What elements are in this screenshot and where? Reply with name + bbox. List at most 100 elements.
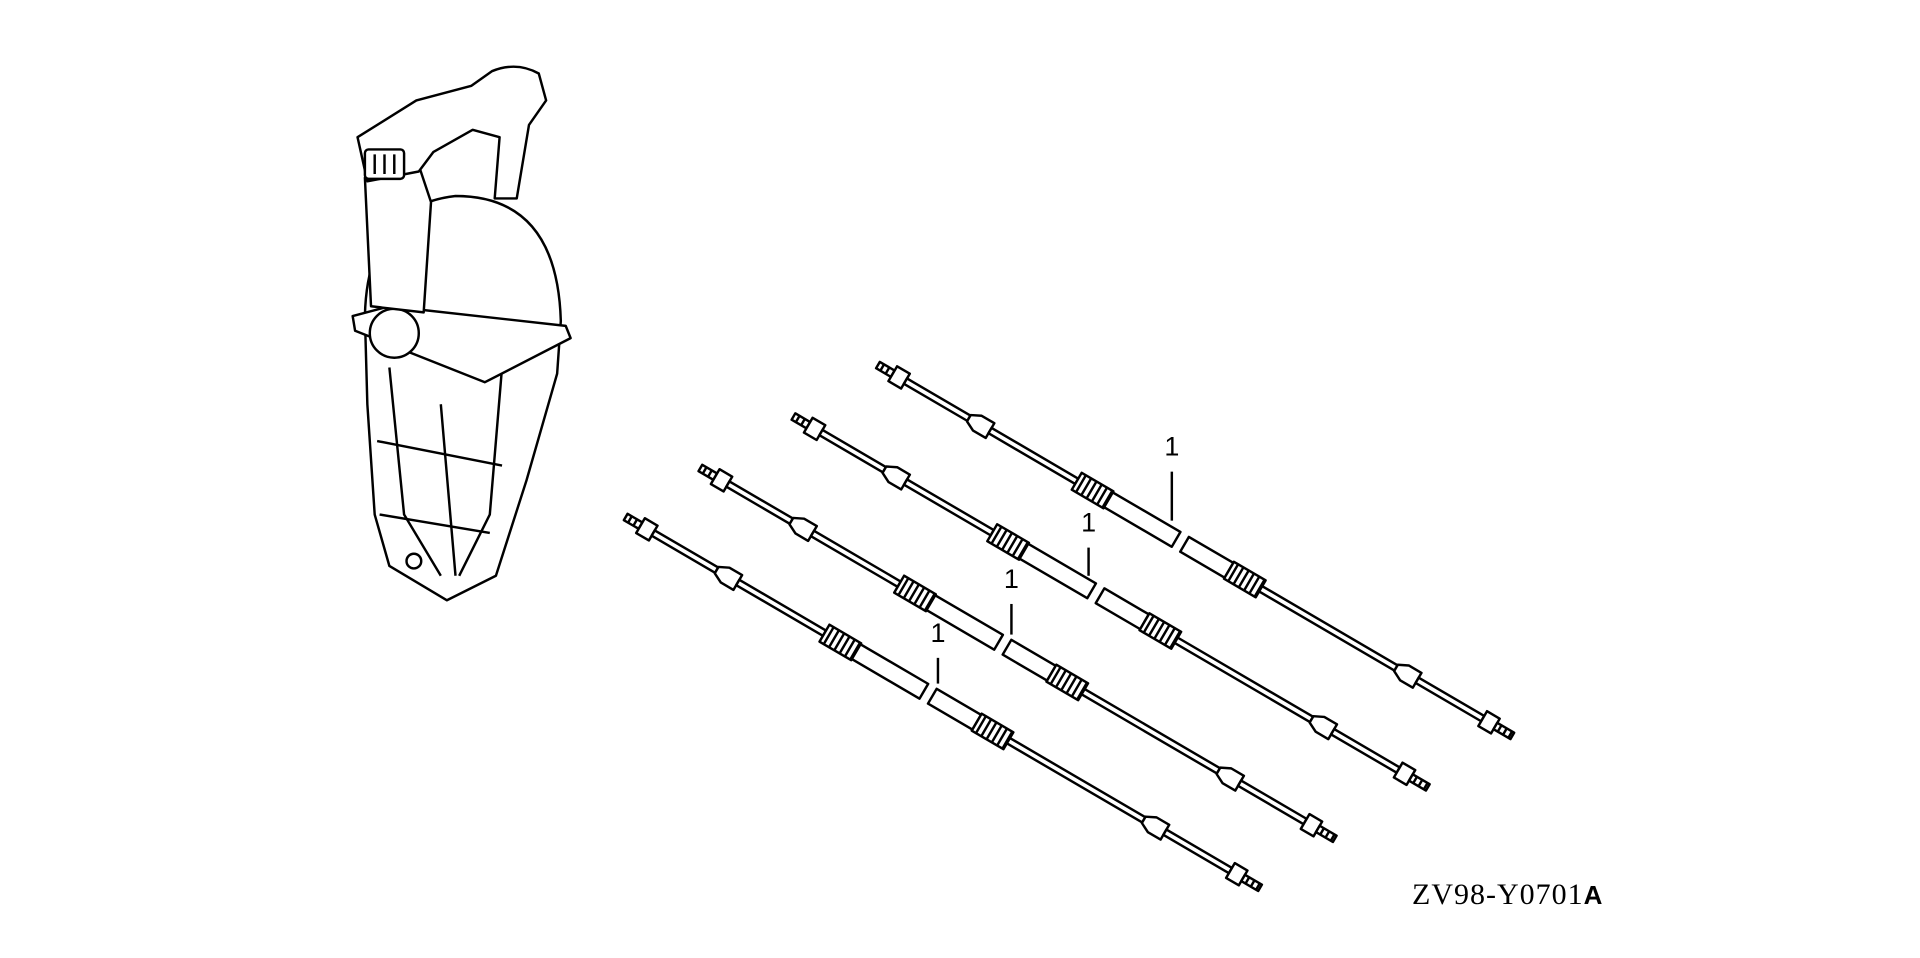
cable-rib-line: [800, 418, 806, 426]
cable-rod: [1162, 828, 1234, 875]
cable-rib-line: [1054, 669, 1067, 688]
cable-rib-line: [907, 583, 920, 602]
cable-rib-line: [843, 638, 856, 658]
cable-rod: [987, 426, 1080, 486]
cable-rib-line: [1237, 569, 1250, 589]
cable-rod: [1080, 687, 1222, 775]
cable-rib-line: [884, 366, 891, 375]
cable-nut: [1477, 709, 1501, 735]
cable-rib-line: [1227, 563, 1240, 582]
cable-rod: [902, 478, 995, 537]
reference-code: ZV98-Y0701: [1412, 878, 1584, 911]
cable-rod: [735, 578, 828, 638]
cable-rib-line: [897, 577, 910, 596]
cable-jacket: [1179, 535, 1235, 579]
callout-label: 1: [1081, 508, 1096, 538]
cable-rod: [1414, 676, 1486, 723]
cable-jacket: [850, 643, 930, 700]
cable-rib-line: [1422, 782, 1429, 790]
cable-cone: [965, 413, 996, 440]
cable-rib-line: [1060, 672, 1073, 691]
cable-rib-line: [1244, 876, 1251, 885]
cable-rib-line: [1065, 675, 1078, 694]
cable-rib-line: [822, 626, 835, 645]
control-cable: [622, 512, 1264, 893]
remote-control-box: [351, 65, 572, 602]
cable-rib-line: [879, 363, 886, 372]
cable-rib-line: [627, 515, 633, 524]
cable-rib-line: [838, 635, 851, 654]
cable-rib-line: [1501, 727, 1508, 736]
cable-rib-line: [1496, 724, 1503, 733]
cable-rib-line: [1255, 882, 1261, 891]
cable-rib-line: [632, 518, 639, 527]
cable-jacket: [926, 687, 983, 731]
cable-rod: [725, 480, 795, 525]
cable-jacket: [1018, 542, 1098, 600]
cable-rib-line: [1324, 830, 1331, 839]
cable-cone: [788, 516, 819, 543]
cable-rib-line: [1329, 833, 1336, 842]
cable-rib-line: [794, 415, 801, 423]
cable-rib-line: [1319, 827, 1325, 836]
callout-label: 1: [930, 618, 945, 648]
control-cable: [790, 412, 1431, 792]
cable-jacket: [925, 594, 1005, 651]
cable-jacket: [1001, 638, 1057, 682]
cable-rod: [809, 529, 902, 589]
cable-rib-line: [1074, 474, 1087, 493]
cable-rib-line: [1011, 538, 1024, 557]
cable-rib-line: [990, 526, 1003, 545]
cable-rib-line: [1001, 532, 1014, 551]
cable-rib-line: [980, 718, 993, 737]
cable-rib-line: [1153, 621, 1166, 640]
cable-rib-line: [996, 727, 1009, 747]
cable-cone: [1215, 766, 1246, 792]
cable-nut: [634, 517, 659, 542]
cable-rib-line: [1090, 483, 1103, 503]
cable-rod: [650, 529, 720, 575]
cable-nut: [1392, 761, 1417, 787]
cable-rib-line: [1417, 779, 1424, 787]
cable-nut: [1224, 861, 1249, 887]
cable-rod: [818, 428, 888, 474]
cable-rod: [1005, 736, 1147, 824]
cable-rib-line: [1006, 535, 1019, 554]
cable-group: [622, 360, 1516, 893]
cable-rib-line: [1049, 666, 1062, 685]
cable-nut: [887, 365, 911, 390]
control-cable: [697, 463, 1338, 844]
cable-rib-line: [1248, 576, 1261, 595]
cable-rib-line: [1158, 624, 1171, 643]
cable-rib-line: [1147, 618, 1160, 637]
cable-rib-line: [827, 629, 840, 648]
cable-rib-line: [1243, 572, 1256, 592]
cable-rib-line: [1070, 678, 1083, 698]
cable-rib-line: [1142, 615, 1155, 634]
callout-label: 1: [1164, 432, 1179, 462]
cable-rib-line: [902, 580, 915, 599]
cable-rib-line: [913, 586, 926, 605]
cable-rod: [1236, 779, 1308, 826]
cable-rib-line: [1080, 477, 1093, 496]
reference-suffix: A: [1583, 880, 1604, 910]
cable-jacket: [1102, 491, 1182, 548]
cable-rib-line: [985, 721, 998, 740]
cable-rib-line: [833, 632, 846, 651]
cable-rib-line: [918, 589, 931, 609]
cable-rib-line: [995, 529, 1008, 548]
cable-rib-line: [701, 466, 708, 475]
cable-rod: [1329, 727, 1401, 774]
cable-jacket: [1094, 587, 1151, 631]
cable-cone: [1308, 714, 1339, 741]
cable-rod: [902, 377, 972, 423]
cable-nut: [1299, 812, 1324, 838]
control-cable: [874, 360, 1516, 741]
cable-rib-line: [1249, 879, 1256, 888]
cable-rod: [1173, 636, 1315, 724]
cable-rib-line: [1163, 627, 1176, 646]
cable-rib-line: [1096, 487, 1109, 506]
cable-nut: [709, 467, 734, 493]
